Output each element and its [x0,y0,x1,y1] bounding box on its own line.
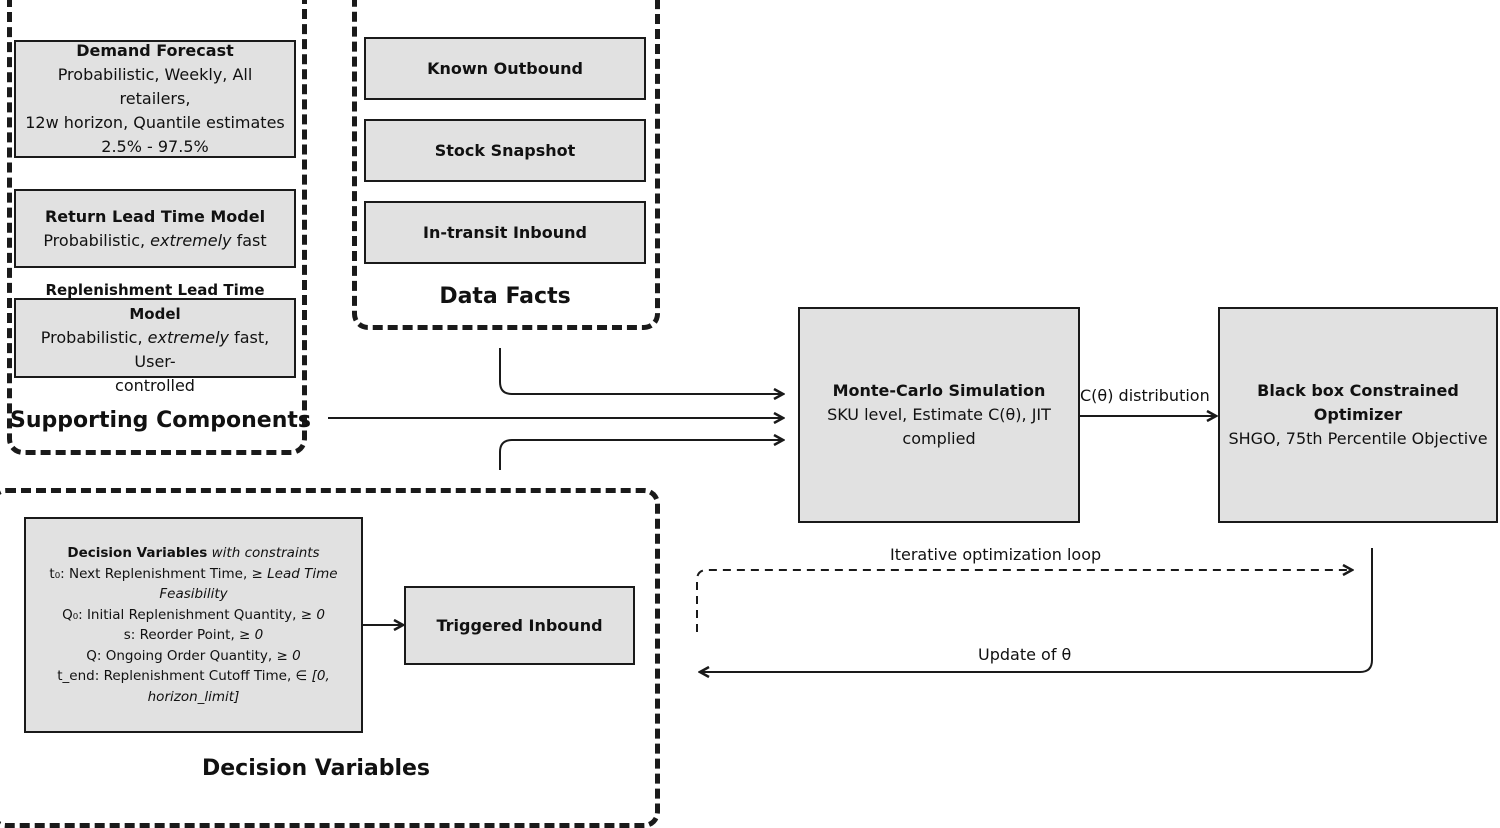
monte-carlo-line1: SKU level, Estimate C(θ), JIT [827,405,1051,424]
return-lead-time-title: Return Lead Time Model [44,206,266,226]
in-transit-inbound-label: In-transit Inbound [423,222,587,242]
edge-iterative-loop [696,570,1352,632]
dv-q0: Q₀: Initial Replenishment Quantity, ≥ 0 [62,606,325,623]
optimizer-line1: SHGO, 75th Percentile Objective [1228,429,1488,448]
demand-forecast-title: Demand Forecast [76,41,234,60]
dv-title: Decision Variables with constraints [67,545,320,561]
stock-snapshot-label: Stock Snapshot [434,140,576,160]
decision-variables-box: Decision Variables with constraints t₀: … [24,517,363,733]
known-outbound-box: Known Outbound [364,37,646,100]
monte-carlo-simulation-box: Monte-Carlo Simulation SKU level, Estima… [798,307,1080,523]
in-transit-inbound-box: In-transit Inbound [364,201,646,264]
optimizer-title-line2: Optimizer [1313,405,1403,424]
supporting-components-group [7,0,307,455]
dv-s: s: Reorder Point, ≥ 0 [123,627,264,643]
demand-forecast-line2: 12w horizon, Quantile estimates [25,113,285,132]
replenishment-lead-time-title: Replenishment Lead Time Model [45,281,265,323]
optimizer-title-line1: Black box Constrained [1257,381,1459,400]
decision-variables-label: Decision Variables [201,756,431,781]
edges-layer [328,348,1373,805]
demand-forecast-box: Demand Forecast Probabilistic, Weekly, A… [14,40,296,158]
update-theta-label: Update of θ [978,645,1072,664]
dv-t0-cont: Feasibility [159,586,228,602]
iterative-loop-label: Iterative optimization loop [890,545,1102,564]
replenishment-lead-time-box: Replenishment Lead Time Model Probabilis… [14,281,296,395]
data-facts-label: Data Facts [439,284,571,309]
edge-decision-to-simulation [499,440,783,470]
triggered-inbound-label: Triggered Inbound [436,615,603,635]
return-lead-time-box: Return Lead Time Model Probabilistic, ex… [14,189,296,268]
return-lead-time-desc: Probabilistic, extremely fast [43,230,267,250]
c-theta-distribution-label: C(θ) distribution [1080,386,1210,405]
monte-carlo-line2: complied [902,429,976,448]
edge-data-facts-to-simulation [499,348,783,394]
edge-update-theta [700,548,1373,672]
dv-tend: t_end: Replenishment Cutoff Time, ∈ [0, [57,668,330,684]
data-facts-group [352,0,660,330]
demand-forecast-line3: 2.5% - 97.5% [101,137,209,156]
monte-carlo-title: Monte-Carlo Simulation [832,381,1046,400]
dv-tend-cont: horizon_limit] [147,688,240,705]
optimizer-box: Black box Constrained Optimizer SHGO, 75… [1218,307,1498,523]
dv-t0: t₀: Next Replenishment Time, ≥ Lead Time [49,565,338,582]
replenishment-lead-time-line2: controlled [115,376,195,395]
supporting-components-label: Supporting Components [10,408,311,433]
dv-q: Q: Ongoing Order Quantity, ≥ 0 [86,647,301,664]
known-outbound-label: Known Outbound [427,58,583,78]
demand-forecast-line1: Probabilistic, Weekly, All retailers, [57,65,253,108]
stock-snapshot-box: Stock Snapshot [364,119,646,182]
replenishment-lead-time-desc: Probabilistic, extremely fast, User- [40,328,270,371]
triggered-inbound-box: Triggered Inbound [404,586,635,665]
